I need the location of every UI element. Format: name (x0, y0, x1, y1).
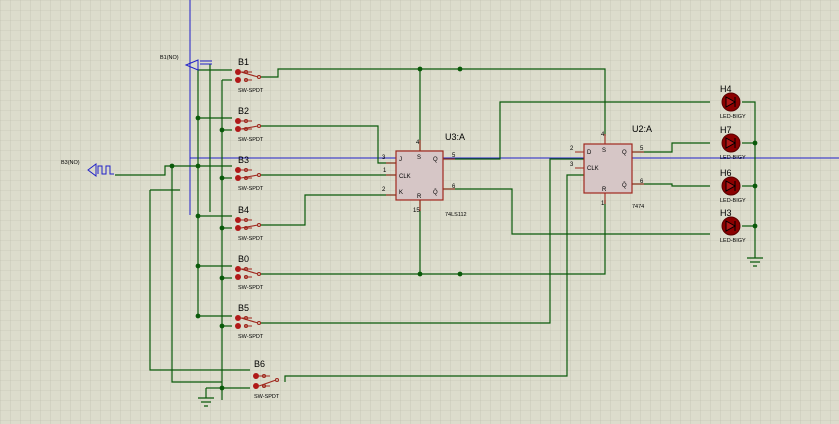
switch-ref: B2 (238, 106, 249, 116)
ic-part: 74LS112 (445, 212, 467, 218)
pin-number: 4 (601, 132, 605, 138)
ic-part: 7474 (632, 204, 644, 210)
ground-icon (747, 257, 763, 267)
switch-b5[interactable]: B5 SW-SPDT (235, 303, 264, 340)
pin-label: R (417, 194, 422, 200)
led-h3[interactable]: H3 LED-BIGY (720, 208, 746, 244)
ground-icon (198, 397, 214, 407)
pin-number: 15 (413, 208, 420, 214)
switch-b6[interactable]: B6 SW-SPDT (253, 359, 280, 400)
pin-label: S (417, 155, 421, 161)
pin-label: CLK (399, 174, 411, 180)
ic-ref: U2:A (632, 124, 652, 134)
switch-b1[interactable]: B1 SW-SPDT (235, 57, 264, 94)
led-type: LED-BIGY (720, 155, 746, 161)
led-type: LED-BIGY (720, 114, 746, 120)
pin-label: S (602, 148, 606, 154)
pin-number: 5 (452, 153, 456, 159)
switch-ref: B5 (238, 303, 249, 313)
generator-label: B1(NO) (160, 55, 179, 61)
led-ref: H3 (720, 208, 732, 218)
pin-number: 3 (382, 155, 386, 161)
generator-icon (184, 59, 212, 71)
switch-type: SW-SPDT (254, 394, 280, 400)
generator-label: B3(NO) (61, 160, 80, 166)
pulse-icon (87, 163, 114, 177)
switch-b3[interactable]: B3 SW-SPDT (235, 155, 264, 192)
pin-number: 1 (601, 201, 605, 207)
pin-number: 6 (452, 184, 456, 190)
generator-b3[interactable]: B3(NO) (61, 160, 114, 177)
pin-number: 2 (382, 187, 386, 193)
switch-type: SW-SPDT (238, 285, 264, 291)
pin-number: 1 (383, 168, 387, 174)
pin-label: Q (433, 157, 438, 163)
junction-dots (169, 66, 758, 391)
ic-ref: U3:A (445, 132, 465, 142)
pin-label: D (587, 150, 592, 156)
pin-number: 3 (570, 162, 574, 168)
pin-label: K (399, 190, 403, 196)
switch-type: SW-SPDT (238, 88, 264, 94)
switch-type: SW-SPDT (238, 186, 264, 192)
switch-ref: B4 (238, 205, 249, 215)
led-h6[interactable]: H6 LED-BIGY (720, 168, 746, 204)
switch-ref: B6 (254, 359, 265, 369)
switch-type: SW-SPDT (238, 236, 264, 242)
switch-b4[interactable]: B4 SW-SPDT (235, 205, 264, 242)
pin-number: 5 (640, 146, 644, 152)
wires (115, 64, 756, 400)
switch-b2[interactable]: B2 SW-SPDT (235, 106, 264, 143)
switch-type: SW-SPDT (238, 334, 264, 340)
led-type: LED-BIGY (720, 238, 746, 244)
pin-number: 4 (416, 140, 420, 146)
led-ref: H4 (720, 84, 732, 94)
pin-label: Q̄ (622, 182, 627, 189)
ic-u3a[interactable]: U3:A 3 1 2 4 5 6 15 J CLK K Q Q̄ S R 74L… (382, 132, 467, 218)
switch-b0[interactable]: B0 SW-SPDT (235, 254, 264, 291)
pin-label: Q̄ (433, 189, 438, 196)
led-ref: H7 (720, 125, 732, 135)
pin-label: J (399, 157, 402, 163)
pin-label: CLK (587, 166, 599, 172)
led-type: LED-BIGY (720, 198, 746, 204)
switch-ref: B0 (238, 254, 249, 264)
pin-label: R (602, 187, 607, 193)
switch-type: SW-SPDT (238, 137, 264, 143)
switch-ref: B3 (238, 155, 249, 165)
switch-ref: B1 (238, 57, 249, 67)
pin-number: 6 (640, 179, 644, 185)
pin-number: 2 (570, 146, 574, 152)
ic-u2a[interactable]: U2:A 2 3 4 5 6 1 D CLK Q Q̄ S R 7474 (570, 124, 652, 210)
led-ref: H6 (720, 168, 732, 178)
led-h7[interactable]: H7 LED-BIGY (720, 125, 746, 161)
pin-label: Q (622, 150, 627, 156)
led-h4[interactable]: H4 LED-BIGY (720, 84, 746, 120)
generator-b1[interactable]: B1(NO) (160, 55, 212, 71)
